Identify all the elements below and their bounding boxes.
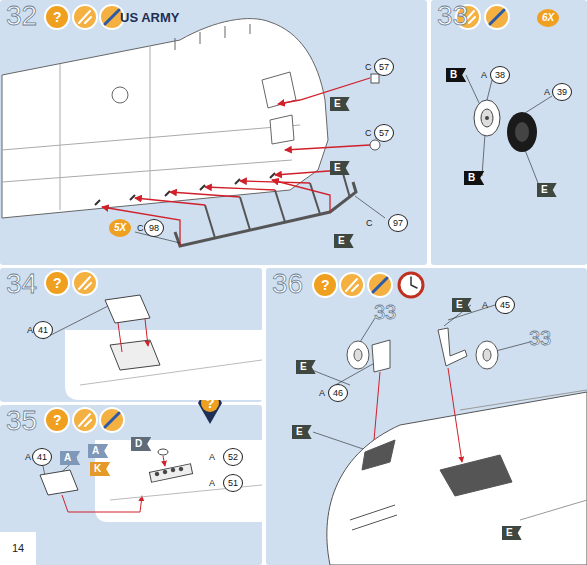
step-number: 32 [6, 1, 37, 31]
quantity-badge: 6X [537, 9, 559, 27]
part-sprue-letter: C [365, 128, 372, 138]
part-sprue-letter: C [137, 223, 144, 233]
part-number: 51 [223, 474, 243, 492]
part-number: 57 [374, 58, 394, 76]
nose-bottom-view [327, 328, 587, 565]
part-sprue-letter: A [319, 388, 325, 398]
step-heading: US ARMY [120, 10, 179, 25]
step-number: 36 [272, 269, 303, 299]
part-number: 39 [552, 83, 572, 101]
fuselage-side [2, 19, 328, 218]
help-icon: ? [321, 278, 330, 292]
part-sprue-letter: A [482, 300, 488, 310]
subassembly-ref: 33 [374, 301, 396, 324]
quantity-badge: 5X [109, 219, 131, 237]
part-number: 52 [223, 448, 243, 466]
part-number: 46 [328, 384, 348, 402]
part-number: 98 [144, 219, 164, 237]
subassembly-ref: 33 [529, 327, 551, 350]
help-icon: ? [53, 413, 62, 427]
part-number: 41 [33, 321, 53, 339]
wheel-parts [474, 100, 537, 152]
page-number: 14 [9, 541, 27, 555]
part-number: 97 [388, 214, 408, 232]
help-icon: ? [206, 396, 215, 410]
part-number: 45 [495, 296, 515, 314]
part-sprue-letter: A [481, 70, 487, 80]
part-number: 57 [374, 124, 394, 142]
part-sprue-letter: A [25, 452, 31, 462]
plate-fit-34 [65, 295, 262, 400]
step-number: 33 [437, 1, 468, 31]
part-sprue-letter: C [365, 62, 372, 72]
step-number: 35 [6, 406, 37, 436]
page-tab [0, 532, 36, 565]
help-icon: ? [53, 276, 62, 290]
part-sprue-letter: A [209, 452, 215, 462]
part-sprue-letter: A [209, 478, 215, 488]
part-sprue-letter: C [366, 218, 373, 228]
skid-parts [175, 74, 380, 246]
part-number: 41 [32, 448, 52, 466]
part-number: 38 [490, 66, 510, 84]
step-number: 34 [6, 269, 37, 299]
plate-fit-35 [40, 440, 262, 522]
fit-arrows [102, 78, 370, 246]
help-icon: ? [53, 10, 62, 24]
part-sprue-letter: A [544, 87, 550, 97]
